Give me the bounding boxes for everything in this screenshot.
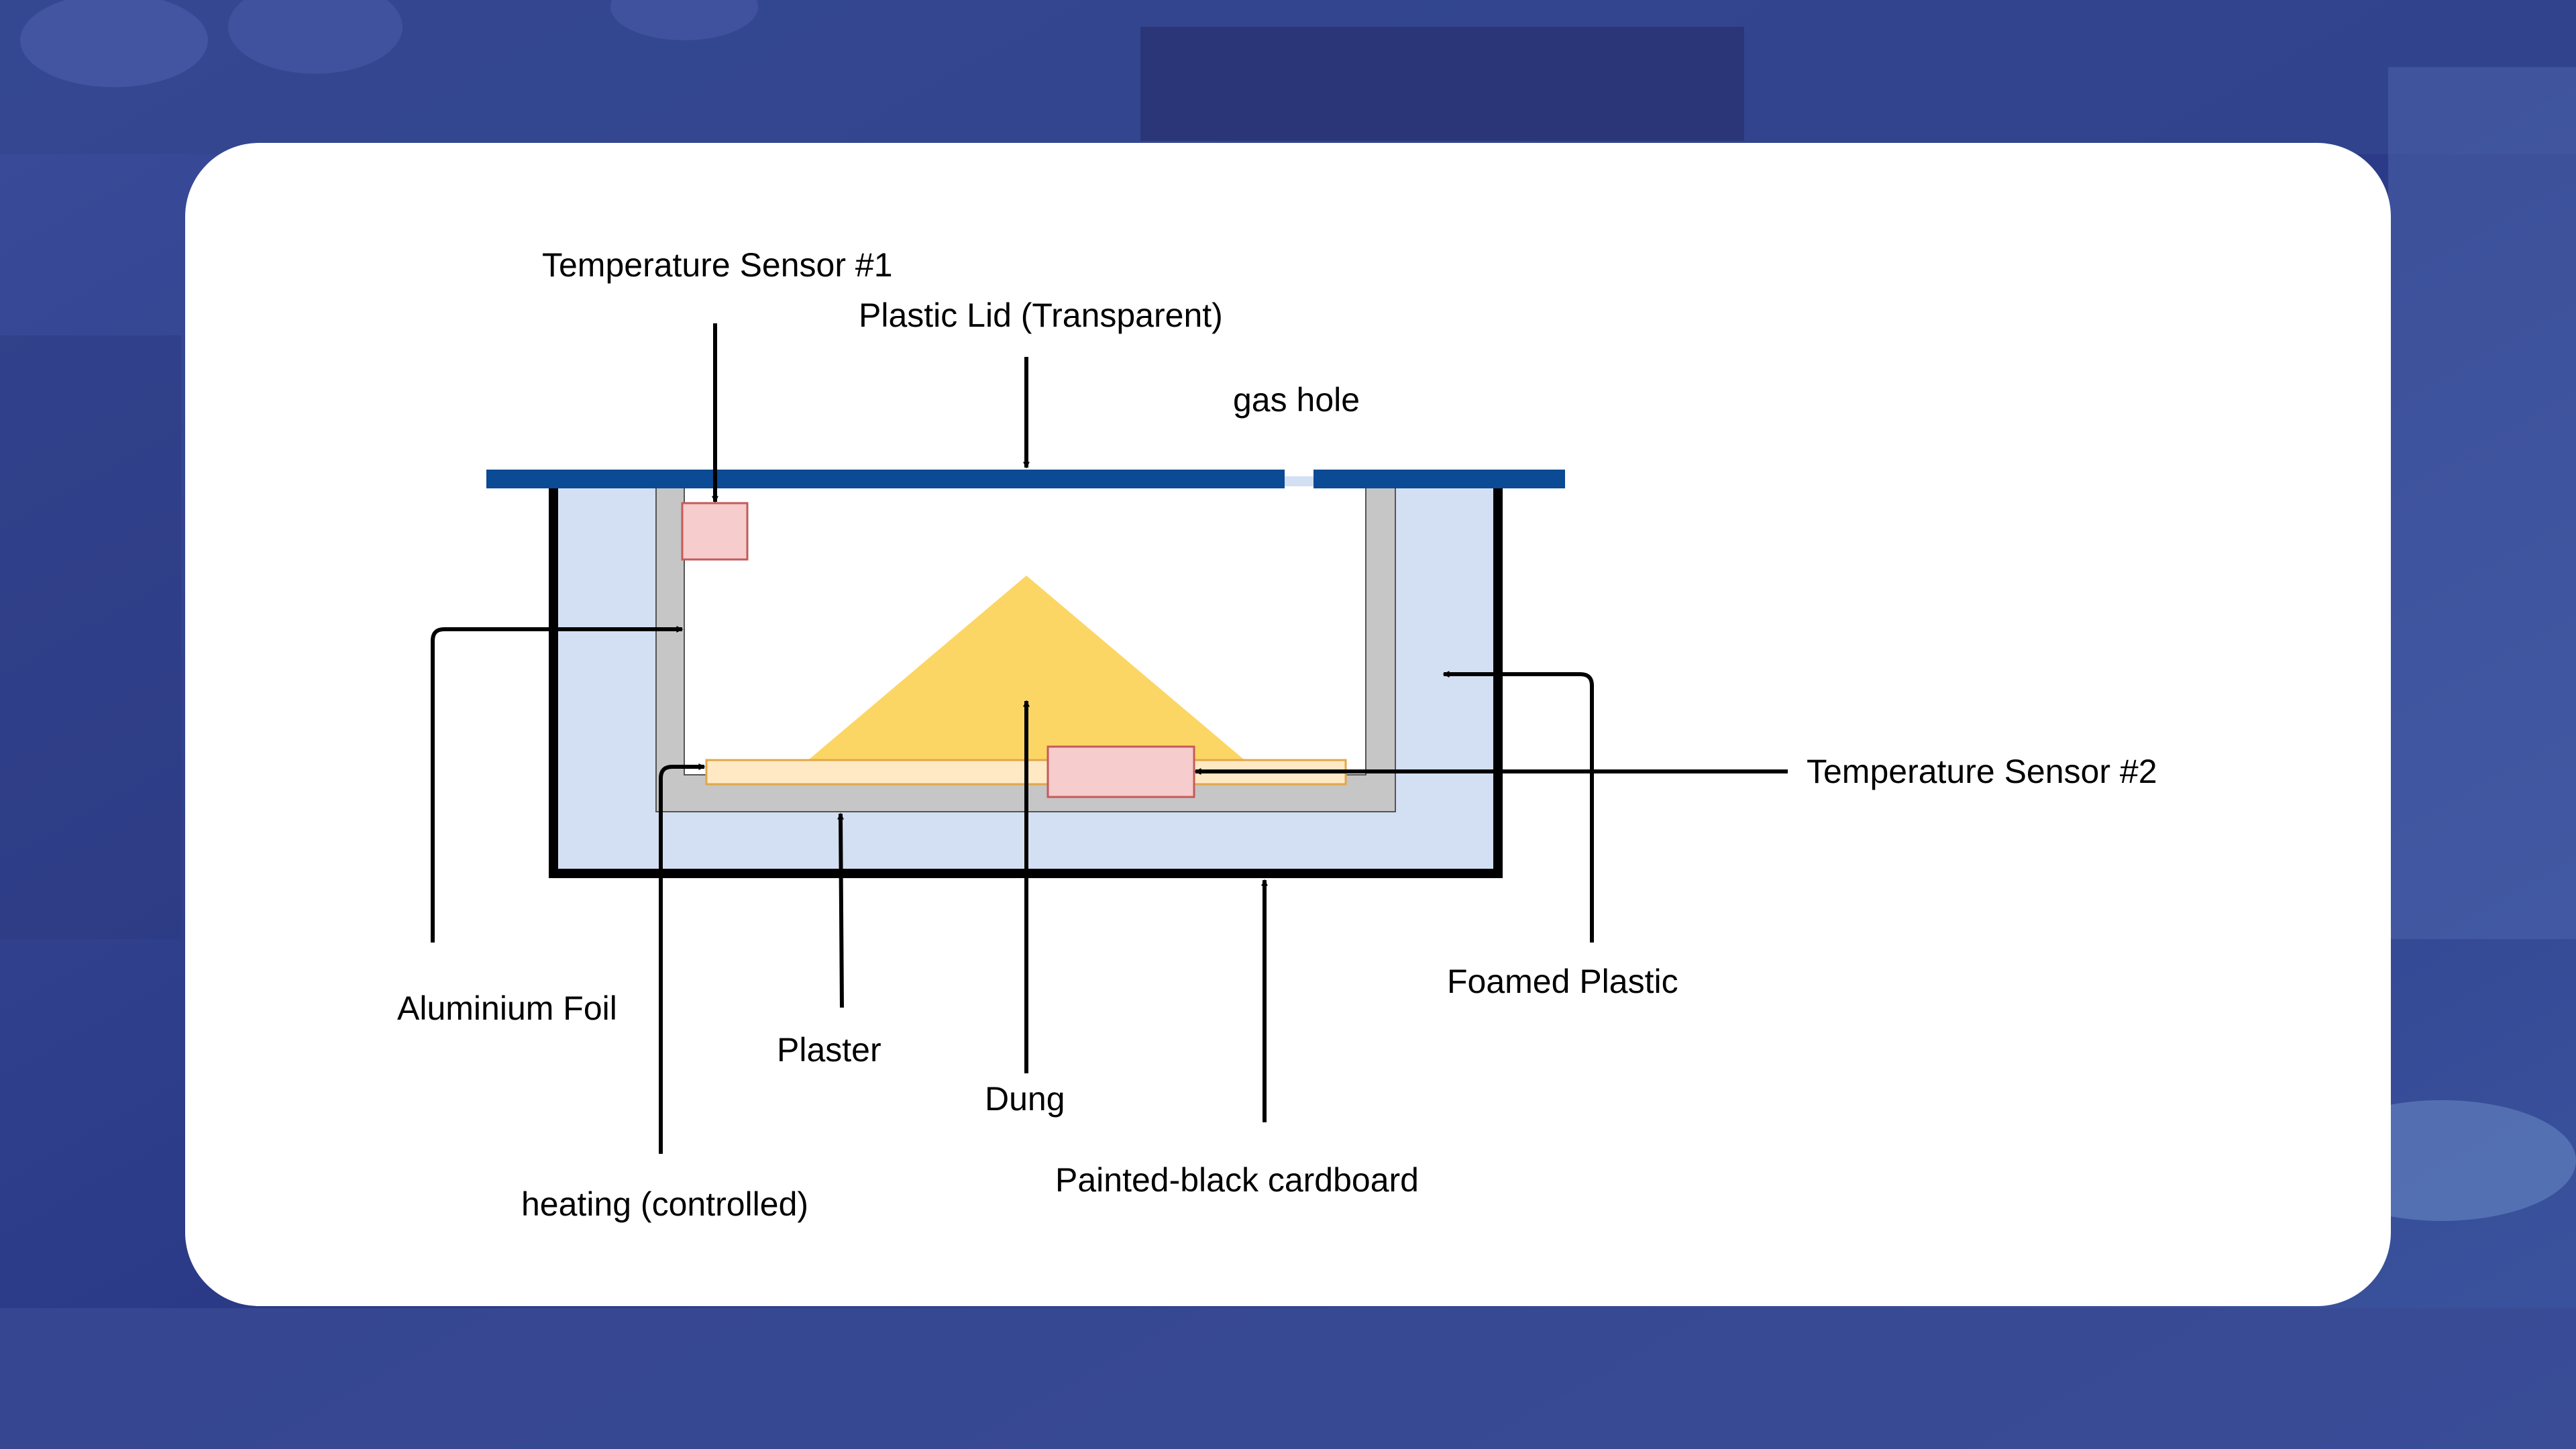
arrow-foamed-plastic bbox=[1442, 671, 1594, 943]
label-temperature-sensor-2: Temperature Sensor #2 bbox=[1807, 753, 2157, 790]
temperature-sensor-1 bbox=[681, 502, 749, 561]
label-plastic-lid: Plastic Lid (Transparent) bbox=[859, 297, 1223, 334]
label-foamed-plastic: Foamed Plastic bbox=[1447, 963, 1678, 1000]
plastic-lid bbox=[486, 470, 1285, 488]
foamed-plastic-layer bbox=[553, 476, 1498, 873]
temperature-sensor-2 bbox=[1046, 745, 1195, 798]
dung-pile bbox=[805, 576, 1248, 763]
label-gas-hole: gas hole bbox=[1233, 381, 1360, 419]
label-painted-black-cardboard: Painted-black cardboard bbox=[1055, 1161, 1419, 1199]
label-aluminium-foil: Aluminium Foil bbox=[397, 989, 617, 1027]
arrow-plaster bbox=[837, 812, 845, 1008]
label-dung: Dung bbox=[985, 1080, 1065, 1118]
plastic-lid-right bbox=[1313, 470, 1565, 488]
label-heating: heating (controlled) bbox=[521, 1185, 808, 1223]
arrow-aluminium-foil bbox=[431, 626, 684, 943]
label-plaster: Plaster bbox=[777, 1031, 881, 1069]
arrow-heating bbox=[659, 763, 706, 1154]
label-temperature-sensor-1: Temperature Sensor #1 bbox=[542, 246, 893, 284]
